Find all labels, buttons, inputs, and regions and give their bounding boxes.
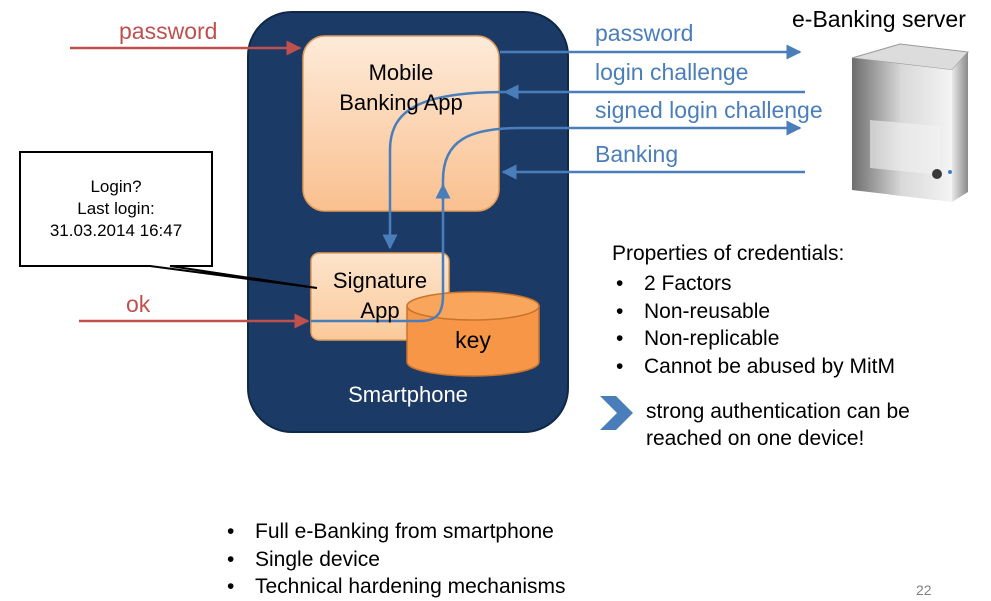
mobile-app-label-line2: Banking App [339, 90, 463, 115]
signature-app-label-line2: App [360, 298, 400, 323]
page-number: 22 [916, 582, 932, 598]
signature-app-label: Signature App [311, 266, 449, 326]
summary-item: Single device [223, 546, 566, 574]
login-callout-text: Login? Last login: 31.03.2014 16:47 [20, 176, 212, 242]
summary-item: Technical hardening mechanisms [223, 573, 566, 601]
server-title: e-Banking server [792, 6, 966, 32]
mobile-banking-app-box [302, 35, 500, 212]
server-icon [851, 43, 970, 202]
login-callout-bubble [19, 151, 318, 289]
properties-heading: Properties of credentials: [612, 242, 845, 265]
mobile-banking-app-label: Mobile Banking App [303, 58, 499, 118]
ok-input-label: ok [126, 291, 151, 317]
callout-line-2: Last login: [77, 199, 155, 218]
property-item: Non-replicable [612, 325, 895, 353]
summary-item: Full e-Banking from smartphone [223, 518, 566, 546]
callout-line-3: 31.03.2014 16:47 [49, 221, 183, 240]
mobile-app-label-line1: Mobile [368, 60, 434, 85]
flow-label-signed-login-challenge: signed login challenge [595, 97, 823, 123]
flow-arrow-challenge-to-signature [382, 90, 506, 250]
flow-arrow-signed-challenge [311, 120, 802, 323]
conclusion-line-2: reached on one device! [646, 427, 865, 450]
flow-label-password: password [595, 20, 694, 46]
properties-list: 2 Factors Non-reusable Non-replicable Ca… [612, 270, 895, 380]
conclusion-line-1: strong authentication can be [646, 400, 910, 423]
summary-list: Full e-Banking from smartphone Single de… [223, 518, 566, 601]
flow-label-login-challenge: login challenge [595, 59, 749, 85]
callout-line-1: Login? [90, 177, 142, 196]
property-item: 2 Factors [612, 270, 895, 298]
property-item: Cannot be abused by MitM [612, 353, 895, 381]
key-label: key [455, 327, 491, 353]
conclusion-text: strong authentication can be reached on … [646, 398, 910, 452]
signature-app-label-line1: Signature [332, 268, 428, 293]
password-input-label: password [119, 18, 218, 44]
flow-label-banking: Banking [595, 141, 679, 167]
chevron-right-icon [600, 396, 633, 430]
smartphone-label: Smartphone [348, 382, 468, 407]
property-item: Non-reusable [612, 298, 895, 326]
